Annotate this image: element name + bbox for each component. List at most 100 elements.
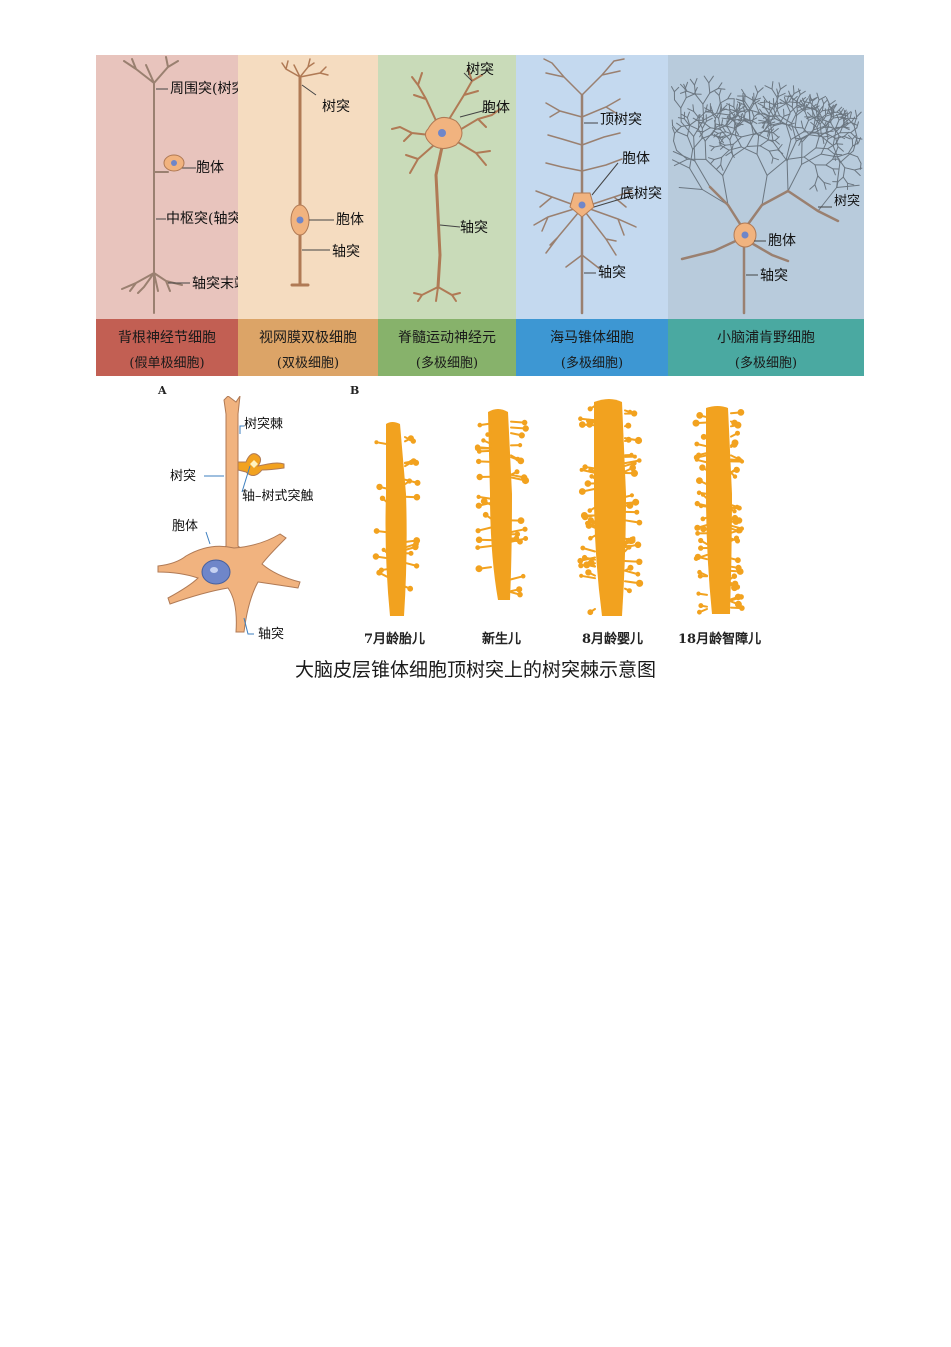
spine-head bbox=[413, 493, 421, 501]
purkinje-title: 小脑浦肯野细胞 bbox=[717, 330, 815, 346]
purkinje-dendrite-branch bbox=[741, 133, 757, 138]
purkinje-dendrite-branch bbox=[738, 108, 748, 113]
purkinje-dendrite-branch bbox=[836, 152, 849, 158]
purkinje-dendrite-branch bbox=[704, 140, 707, 160]
purkinje-dendrite-branch bbox=[721, 117, 730, 120]
purkinje-dendrite-branch bbox=[847, 182, 855, 186]
spine-head bbox=[378, 567, 384, 573]
purkinje-dendrite-branch bbox=[722, 175, 729, 206]
purkinje-dendrite-branch bbox=[803, 101, 811, 104]
purkinje-dendrite-branch bbox=[809, 184, 816, 190]
purkinje-dendrite-branch bbox=[852, 136, 858, 152]
purkinje-dendrite-branch bbox=[801, 153, 822, 165]
purkinje-dendrite-branch bbox=[843, 109, 847, 117]
spine-head bbox=[584, 480, 592, 487]
purkinje-dendrite-branch bbox=[702, 92, 711, 105]
panel-motor: 树突 胞体 轴突 脊髓运动神经元 (多极细胞) bbox=[378, 55, 516, 376]
purkinje-dendrite-branch bbox=[762, 95, 768, 103]
spine-head bbox=[475, 528, 481, 534]
purkinje-dendrite-branch bbox=[768, 106, 775, 110]
spine-head bbox=[521, 476, 530, 485]
purkinje-dendrite-branch bbox=[705, 117, 713, 122]
spine-head bbox=[406, 478, 413, 484]
spine-head bbox=[636, 558, 643, 566]
purkinje-dendrite-branch bbox=[718, 109, 723, 119]
purkinje-dendrite-branch bbox=[721, 124, 728, 128]
purkinje-dendrite-branch bbox=[825, 132, 837, 139]
spine-head bbox=[579, 573, 584, 578]
bipolar-title: 视网膜双极细胞 bbox=[259, 330, 357, 346]
spine-head bbox=[408, 459, 414, 466]
purkinje-dendrite-branch bbox=[843, 122, 850, 128]
spine-head bbox=[578, 488, 586, 495]
purkinje-dendrite-branch bbox=[721, 124, 727, 133]
purkinje-dendrite-branch bbox=[854, 167, 863, 171]
purkinje-dendrite-branch bbox=[701, 127, 703, 140]
purkinje-dendrite-branch bbox=[677, 131, 688, 137]
spine-head bbox=[522, 526, 528, 532]
purkinje-dendrite-branch bbox=[727, 115, 734, 120]
stage-label-3: 18月龄智障儿 bbox=[678, 632, 762, 647]
drg-label-central: 中枢突(轴突) bbox=[166, 211, 238, 227]
spine-head bbox=[587, 609, 594, 616]
spine-head bbox=[626, 545, 631, 550]
purkinje-dendrite-branch bbox=[771, 157, 774, 164]
purkinje-dendrite-branch bbox=[798, 88, 801, 95]
dendritic-spine bbox=[580, 468, 596, 474]
purkinje-label-axon: 轴突 bbox=[760, 268, 788, 284]
spine-head bbox=[579, 421, 586, 428]
purkinje-dendrite-branch bbox=[723, 133, 732, 139]
purkinje-dendrite-branch bbox=[676, 149, 688, 160]
spine-head bbox=[413, 563, 420, 569]
purkinje-dendrite-branch bbox=[759, 108, 764, 115]
purkinje-dendrite-branch bbox=[776, 88, 779, 97]
purkinje-dendrite-branch bbox=[686, 135, 694, 150]
purkinje-dendrite-branch bbox=[721, 149, 730, 158]
purkinje-dendrite-branch bbox=[814, 126, 825, 133]
spine-head bbox=[697, 573, 703, 579]
part-a-letter: A bbox=[158, 384, 167, 397]
purkinje-dendrite-branch bbox=[703, 75, 710, 84]
purkinje-dendrite-branch bbox=[803, 156, 816, 166]
purkinje-dendrite-branch bbox=[771, 81, 774, 90]
purkinje-dendrite-branch bbox=[787, 124, 792, 131]
purkinje-dendrite-branch bbox=[762, 121, 766, 129]
purkinje-dendrite-branch bbox=[698, 114, 701, 122]
purkinje-dendrite-branch bbox=[754, 92, 759, 102]
spine-head bbox=[732, 509, 737, 514]
spine-head bbox=[696, 591, 701, 596]
purkinje-dendrite-branch bbox=[785, 156, 805, 160]
stage-label-0: 7月龄胎儿 bbox=[364, 632, 426, 647]
spine-head bbox=[629, 452, 634, 458]
purkinje-dendrite-branch bbox=[822, 135, 830, 138]
purkinje-dendrite-branch bbox=[819, 115, 827, 125]
purkinje-dendrite-branch bbox=[680, 121, 695, 137]
purkinje-dendrite-branch bbox=[718, 117, 721, 130]
purkinje-dendrite-branch bbox=[847, 145, 854, 154]
purkinje-dendrite-branch bbox=[772, 141, 788, 162]
motor-label-dendrite: 树突 bbox=[466, 62, 494, 78]
purkinje-dendrite-branch bbox=[736, 101, 745, 106]
spine-head bbox=[731, 439, 739, 447]
purkinje-dendrite-branch bbox=[754, 85, 759, 93]
purkinje-dendrite-branch bbox=[850, 132, 857, 139]
spine-head bbox=[697, 609, 702, 615]
purkinje-dendrite-branch bbox=[766, 101, 776, 106]
purkinje-dendrite-branch bbox=[790, 131, 805, 141]
purkinje-label-soma: 胞体 bbox=[768, 233, 796, 249]
purkinje-dendrite-branch bbox=[759, 101, 768, 104]
spine-head bbox=[628, 537, 636, 544]
dendritic-spine bbox=[580, 574, 596, 580]
purkinje-dendrite-branch bbox=[827, 143, 837, 150]
spine-head bbox=[634, 436, 643, 445]
spine-head bbox=[413, 537, 421, 544]
purkinje-dendrite-branch bbox=[788, 90, 792, 98]
purkinje-dendrite-branch bbox=[783, 96, 787, 104]
purkinje-dendrite-branch bbox=[796, 109, 805, 116]
purkinje-dendrite-branch bbox=[702, 103, 705, 121]
purkinje-dendrite-branch bbox=[710, 146, 715, 152]
purkinje-dendrite-branch bbox=[680, 90, 688, 94]
purkinje-dendrite-branch bbox=[746, 134, 754, 147]
spine-head bbox=[637, 458, 642, 463]
spine-head bbox=[700, 433, 707, 440]
